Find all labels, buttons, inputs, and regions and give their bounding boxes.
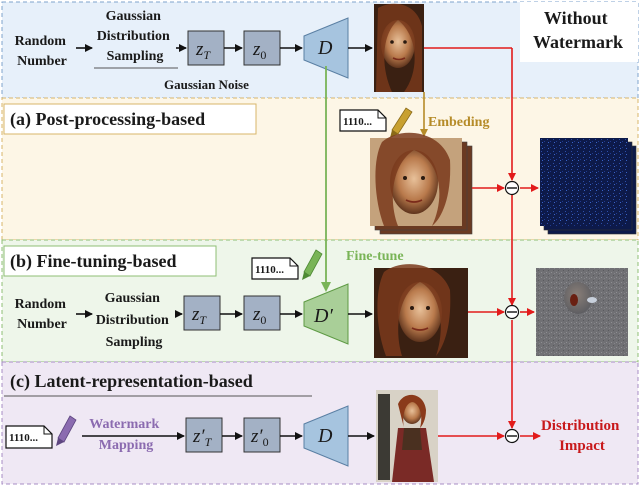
subtract-node bbox=[504, 304, 520, 320]
random-number-label: Random Number bbox=[15, 34, 70, 69]
zt-box bbox=[183, 295, 221, 331]
z0-prime-symbol: z′0 bbox=[250, 426, 269, 449]
post-processing-label-box bbox=[3, 103, 257, 135]
finetuned-decoder-symbol: D′ bbox=[313, 305, 333, 327]
sampling-label: Gaussian Distribution Sampling bbox=[96, 291, 173, 350]
finetuned-decoder-shape bbox=[303, 283, 349, 345]
without-watermark-title: Without Watermark bbox=[533, 8, 623, 52]
sampling-label: Gaussian Distribution Sampling bbox=[97, 9, 174, 64]
zt-symbol: zT bbox=[191, 304, 207, 327]
distribution-impact-label: Distribution Impact bbox=[541, 418, 623, 454]
without-watermark-title-box bbox=[520, 2, 638, 62]
zt-symbol: zT bbox=[195, 39, 211, 62]
fine-tuning-label: (b) Fine-tuning-based bbox=[10, 251, 177, 272]
decoder-shape bbox=[303, 405, 349, 467]
generated-image-plain bbox=[374, 3, 424, 92]
embedding-label: Embeding bbox=[428, 115, 489, 130]
zt-box bbox=[187, 30, 225, 66]
post-processing-label: (a) Post-processing-based bbox=[10, 109, 205, 130]
z0-symbol: z0 bbox=[252, 304, 266, 327]
watermark-bits-card: 1110... bbox=[339, 109, 387, 132]
subtract-node bbox=[504, 180, 520, 196]
latent-generated-image bbox=[376, 390, 438, 482]
z0-symbol: z0 bbox=[252, 39, 266, 62]
z0-box bbox=[243, 30, 281, 66]
zt-prime-box bbox=[185, 417, 223, 453]
watermark-bits-card: 1110... bbox=[5, 425, 53, 449]
decoder-symbol: D bbox=[317, 425, 333, 447]
watermark-bits-card: 1110... bbox=[251, 257, 299, 280]
subtract-node bbox=[504, 428, 520, 444]
finetuned-image bbox=[374, 264, 468, 358]
decoder-symbol: D bbox=[317, 37, 333, 59]
svg-text:1110...: 1110... bbox=[343, 116, 372, 128]
gaussian-noise-label: Gaussian Noise bbox=[164, 77, 249, 92]
random-number-label: Random Number bbox=[15, 297, 70, 332]
svg-text:1110...: 1110... bbox=[9, 432, 38, 444]
z0-prime-box bbox=[243, 417, 281, 453]
pen-icon bbox=[56, 415, 77, 446]
watermarked-image-stack bbox=[370, 132, 473, 235]
pen-icon bbox=[302, 249, 323, 280]
finetune-residual-image bbox=[536, 268, 628, 356]
decoder-shape bbox=[303, 17, 349, 79]
latent-label: (c) Latent-representation-based bbox=[10, 371, 253, 392]
watermark-mapping-label: Watermark Mapping bbox=[89, 417, 162, 453]
embedding-residual-image bbox=[540, 138, 637, 235]
svg-text:1110...: 1110... bbox=[255, 264, 284, 276]
fine-tune-label: Fine-tune bbox=[346, 249, 404, 264]
z0-box bbox=[243, 295, 281, 331]
fine-tuning-label-box bbox=[3, 245, 217, 277]
zt-prime-symbol: z′T bbox=[192, 426, 213, 449]
